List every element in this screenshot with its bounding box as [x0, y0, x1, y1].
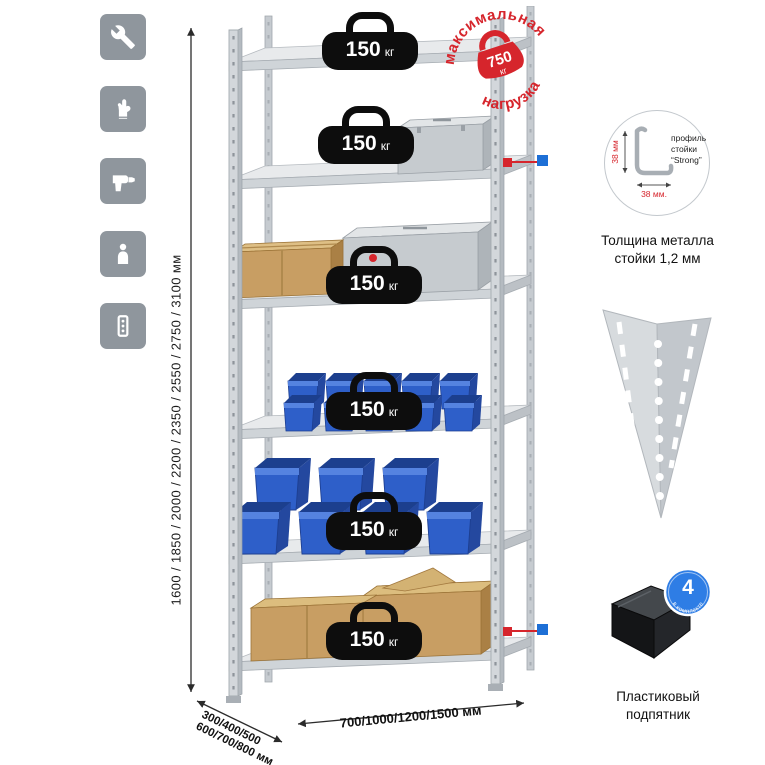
wrench-icon [111, 25, 135, 49]
drill-icon-tile [100, 158, 146, 204]
load-value: 150 [349, 628, 385, 651]
weight-handle-icon [350, 372, 398, 394]
svg-text:нагрузка: нагрузка [476, 74, 549, 121]
post-profile-detail: 38 мм 38 мм. профиль стойки “Strong” [604, 110, 710, 216]
person-icon-tile [100, 231, 146, 277]
drill-icon [112, 174, 135, 191]
load-unit: кг [380, 139, 391, 153]
load-unit: кг [388, 405, 399, 419]
stamp-arc-bottom: нагрузка [476, 74, 549, 121]
width-dimension-line [297, 699, 525, 728]
profile-dim-vertical: 38 мм [610, 140, 620, 164]
profile-label-2: стойки [671, 144, 697, 154]
height-dimension-line [187, 28, 195, 692]
max-load-stamp: максимальная нагрузка 750 кг [437, 2, 552, 121]
rack-post-icon-tile [100, 303, 146, 349]
depth-dimension-line [196, 700, 283, 743]
weight-handle-icon [342, 106, 390, 128]
profile-dim-horizontal: 38 мм. [641, 189, 667, 199]
rack-post-icon [117, 315, 129, 337]
max-load-value: 750 [485, 48, 514, 72]
included-count-badge: 4 в комплекте [663, 567, 713, 617]
post-profile-shape [634, 126, 674, 176]
load-unit: кг [384, 45, 395, 59]
load-value: 150 [349, 272, 385, 295]
connector-line-bottom [512, 630, 538, 632]
weight-handle-icon [346, 12, 394, 34]
weight-handle-icon [350, 246, 398, 268]
glove-icon [117, 99, 131, 119]
wrench-icon-tile [100, 14, 146, 60]
weight-handle-icon [350, 602, 398, 624]
post-profile-diagram: 38 мм 38 мм. профиль стойки “Strong” [610, 126, 707, 199]
rack-front-posts [226, 16, 505, 703]
connector-square-blue-top [537, 155, 548, 166]
aluminium-case [396, 115, 497, 175]
load-unit: кг [388, 525, 399, 539]
max-load-unit: кг [498, 65, 508, 77]
glove-icon-tile [100, 86, 146, 132]
load-value: 150 [345, 38, 381, 61]
load-unit: кг [388, 635, 399, 649]
badge-value: 4 [682, 576, 694, 599]
person-icon [117, 243, 129, 264]
load-value: 150 [341, 132, 377, 155]
max-load-weight-icon: 750 кг [477, 30, 524, 79]
foot-caption: Пластиковый подпятник [616, 689, 700, 722]
load-value: 150 [349, 518, 385, 541]
load-value: 150 [349, 398, 385, 421]
weight-handle-icon [350, 492, 398, 514]
angle-post-image [602, 309, 712, 519]
connector-square-red-bottom [503, 627, 512, 636]
load-unit: кг [388, 279, 399, 293]
bottom-dimensions: 300/400/500 600/700/800 мм 700/1000/1200… [194, 699, 525, 765]
profile-caption: Толщина металла стойки 1,2 мм [601, 233, 714, 266]
connector-square-blue-bottom [537, 624, 548, 635]
profile-label-1: профиль [671, 133, 707, 143]
profile-label-3: “Strong” [671, 155, 702, 165]
connector-square-red-top [503, 158, 512, 167]
connector-line-top [512, 161, 538, 163]
height-dimension-label: 1600 / 1850 / 2000 / 2200 / 2350 / 2550 … [168, 254, 184, 606]
